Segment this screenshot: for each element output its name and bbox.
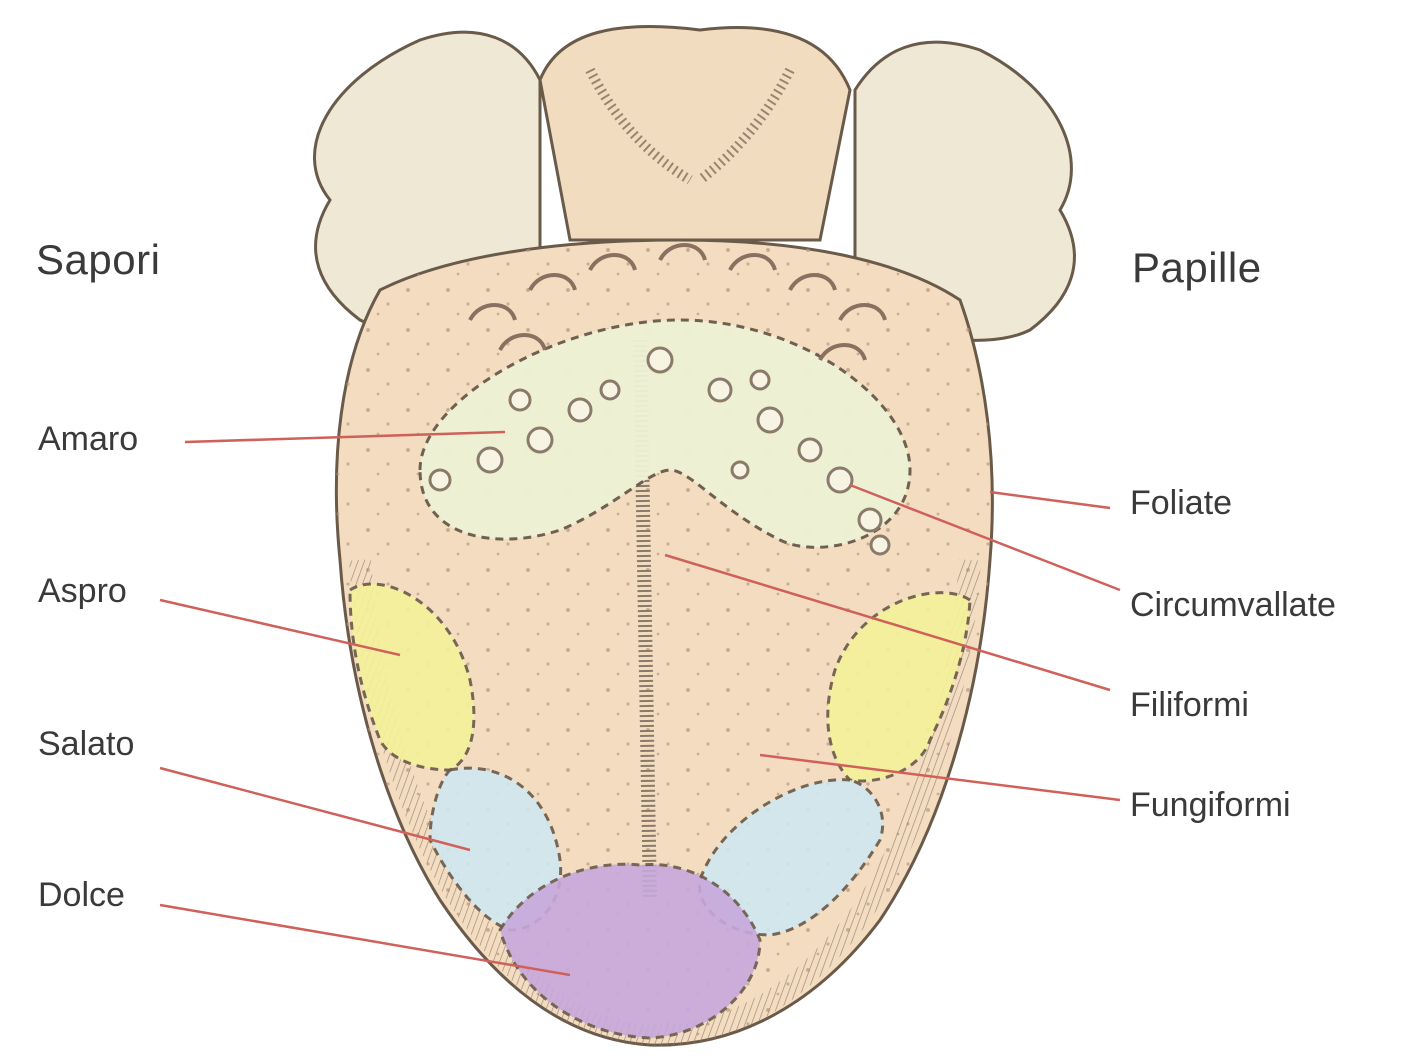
label-foliate: Foliate — [1130, 484, 1232, 523]
heading-papille: Papille — [1132, 244, 1262, 292]
label-filiformi: Filiformi — [1130, 686, 1249, 725]
label-circumvallate: Circumvallate — [1130, 586, 1336, 625]
label-salato: Salato — [38, 725, 134, 764]
label-amaro: Amaro — [38, 420, 138, 459]
label-dolce: Dolce — [38, 876, 125, 915]
epiglottis-region — [540, 27, 850, 240]
heading-sapori: Sapori — [36, 236, 160, 284]
zone-sweet — [500, 864, 760, 1038]
label-aspro: Aspro — [38, 572, 127, 611]
label-fungiformi: Fungiformi — [1130, 786, 1291, 825]
leader-foliate — [990, 492, 1110, 508]
